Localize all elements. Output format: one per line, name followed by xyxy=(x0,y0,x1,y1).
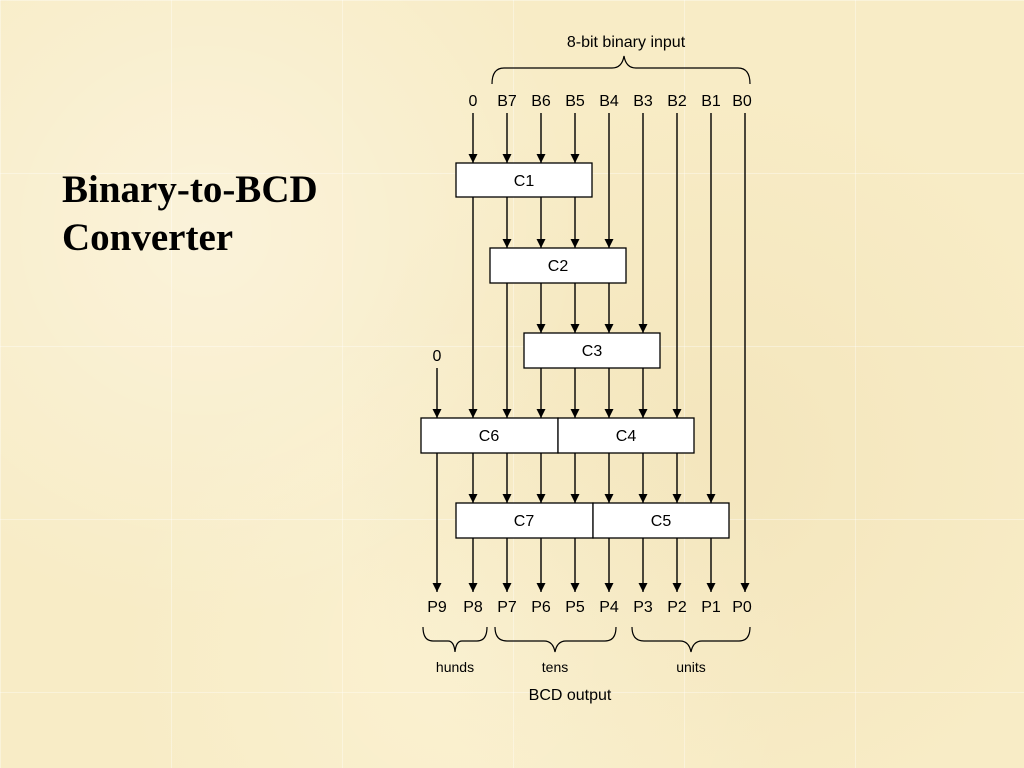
block-c7: C7 xyxy=(455,502,594,539)
tens-brace xyxy=(494,626,617,653)
input-brace-label: 8-bit binary input xyxy=(567,34,686,51)
output-label-p7: P7 xyxy=(497,599,517,616)
group-label-hunds: hunds xyxy=(436,659,474,675)
block-c7-label: C7 xyxy=(514,513,535,530)
wires xyxy=(432,113,750,592)
input-label-b2: B2 xyxy=(667,93,687,110)
output-label-p2: P2 xyxy=(667,599,687,616)
hunds-brace xyxy=(422,626,488,653)
input-label-b3: B3 xyxy=(633,93,653,110)
output-label-p3: P3 xyxy=(633,599,653,616)
title-line-2: Converter xyxy=(62,216,234,259)
block-c6-label: C6 xyxy=(479,428,500,445)
input-labels: 0 B7 B6 B5 B4 B3 B2 B1 B0 xyxy=(469,93,752,110)
slide-title: Binary-to-BCD Converter xyxy=(62,166,382,262)
output-label-p4: P4 xyxy=(599,599,619,616)
group-label-units: units xyxy=(676,659,706,675)
input-label-b6: B6 xyxy=(531,93,551,110)
block-c5: C5 xyxy=(592,502,730,539)
output-label-p1: P1 xyxy=(701,599,721,616)
input-brace xyxy=(491,55,751,85)
input-label-b7: B7 xyxy=(497,93,517,110)
input-label-b5: B5 xyxy=(565,93,585,110)
block-c5-label: C5 xyxy=(651,513,672,530)
output-label-p5: P5 xyxy=(565,599,585,616)
input-label-0: 0 xyxy=(469,93,478,110)
input-label-b4: B4 xyxy=(599,93,619,110)
block-c4-label: C4 xyxy=(616,428,637,445)
bcd-output-label: BCD output xyxy=(529,687,612,704)
output-label-p0: P0 xyxy=(732,599,752,616)
block-c2: C2 xyxy=(489,247,627,284)
block-c2-label: C2 xyxy=(548,258,569,275)
output-labels: P9 P8 P7 P6 P5 P4 P3 P2 P1 P0 xyxy=(427,599,752,616)
group-label-tens: tens xyxy=(542,659,568,675)
block-c3: C3 xyxy=(523,332,661,369)
block-c1: C1 xyxy=(455,162,593,198)
units-brace xyxy=(631,626,751,653)
block-c1-label: C1 xyxy=(514,173,535,190)
output-label-p8: P8 xyxy=(463,599,483,616)
side-zero-label: 0 xyxy=(433,348,442,365)
input-label-b0: B0 xyxy=(732,93,752,110)
output-label-p6: P6 xyxy=(531,599,551,616)
title-line-1: Binary-to-BCD xyxy=(62,168,318,211)
input-label-b1: B1 xyxy=(701,93,721,110)
block-c6: C6 xyxy=(420,417,559,454)
output-label-p9: P9 xyxy=(427,599,447,616)
block-c4: C4 xyxy=(557,417,695,454)
block-c3-label: C3 xyxy=(582,343,603,360)
